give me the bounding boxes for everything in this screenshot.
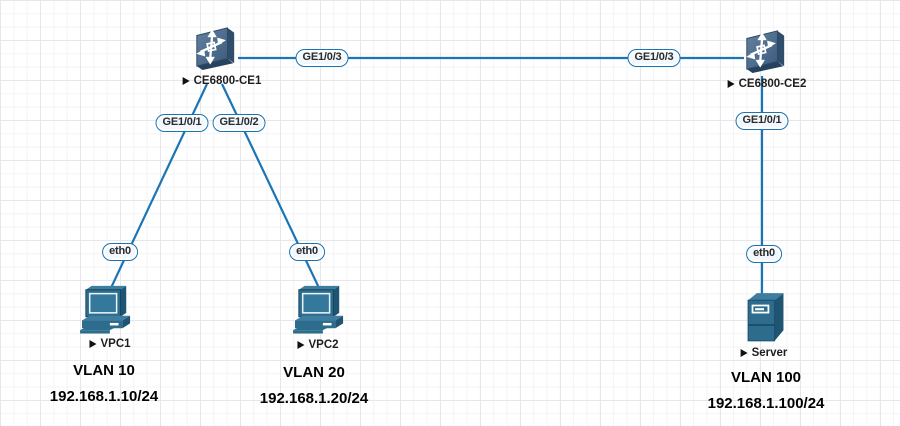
port-label-ce1-ge1-0-2[interactable]: GE1/0/2 xyxy=(212,114,266,132)
play-triangle-icon xyxy=(89,340,97,348)
device-vpc1[interactable] xyxy=(78,284,136,339)
vlan-annotation-vpc2[interactable]: VLAN 20 192.168.1.20/24 xyxy=(260,364,368,407)
device-name-text: CE6800-CE2 xyxy=(738,78,807,90)
vlan-annotation-vpc1[interactable]: VLAN 10 192.168.1.10/24 xyxy=(50,362,158,405)
ip-text: 192.168.1.10/24 xyxy=(49,388,159,405)
device-label-ce2: CE6800-CE2 xyxy=(727,78,807,90)
device-label-ce1: CE6800-CE1 xyxy=(182,75,262,87)
device-label-server: Server xyxy=(740,347,788,359)
port-label-ce1-ge1-0-3[interactable]: GE1/0/3 xyxy=(295,49,349,67)
pc-icon xyxy=(293,285,344,334)
play-triangle-icon xyxy=(297,341,305,349)
server-icon xyxy=(747,293,784,342)
device-name-text: Server xyxy=(751,347,788,359)
device-ce6800-ce2[interactable] xyxy=(742,27,788,78)
device-ce6800-ce1[interactable] xyxy=(192,24,238,75)
device-name-text: VPC2 xyxy=(308,339,339,351)
device-name-text: CE6800-CE1 xyxy=(193,75,262,87)
port-label-ce1-ge1-0-1[interactable]: GE1/0/1 xyxy=(155,114,209,132)
ip-text: 192.168.1.100/24 xyxy=(707,395,825,412)
device-server[interactable] xyxy=(741,288,787,351)
vlan-annotation-server[interactable]: VLAN 100 192.168.1.100/24 xyxy=(708,369,825,412)
device-label-vpc2: VPC2 xyxy=(297,339,339,351)
device-name-text: VPC1 xyxy=(100,338,131,350)
port-label-server-eth0[interactable]: eth0 xyxy=(746,245,782,263)
port-label-ce2-ge1-0-1[interactable]: GE1/0/1 xyxy=(735,112,789,130)
port-label-vpc2-eth0[interactable]: eth0 xyxy=(289,243,325,261)
play-triangle-icon xyxy=(727,80,735,88)
vlan-text: VLAN 20 xyxy=(283,364,345,381)
device-label-vpc1: VPC1 xyxy=(89,338,131,350)
play-triangle-icon xyxy=(740,349,748,357)
switch-icon xyxy=(196,27,235,70)
device-vpc2[interactable] xyxy=(291,284,349,339)
switch-icon xyxy=(746,30,785,73)
vlan-text: VLAN 100 xyxy=(730,369,802,386)
ip-text: 192.168.1.20/24 xyxy=(259,390,369,407)
vlan-text: VLAN 10 xyxy=(73,362,135,379)
pc-icon xyxy=(80,285,131,334)
play-triangle-icon xyxy=(182,77,190,85)
port-label-vpc1-eth0[interactable]: eth0 xyxy=(102,243,138,261)
port-label-ce2-ge1-0-3[interactable]: GE1/0/3 xyxy=(627,49,681,67)
